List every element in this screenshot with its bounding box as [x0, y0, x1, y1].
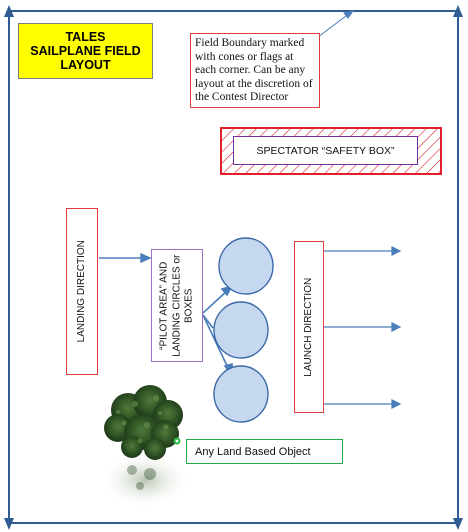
land-object-label: Any Land Based Object: [186, 439, 343, 464]
landing-circle-2: [213, 301, 269, 359]
spectator-safety-box: [220, 127, 442, 175]
corner-flag-top-right: [453, 5, 463, 17]
corner-flag-bottom-left: [4, 518, 14, 530]
title-line-3: LAYOUT: [60, 58, 111, 72]
spectator-safety-label: SPECTATOR “SAFETY BOX”: [233, 136, 418, 165]
pilot-area-line-1: “PILOT AREA” AND: [158, 261, 170, 350]
object-connector-icon: [173, 437, 181, 445]
launch-direction-box: LAUNCH DIRECTION: [294, 241, 324, 413]
landing-circle-1: [218, 237, 274, 295]
corner-flag-top-left: [4, 5, 14, 17]
tree-icon: [103, 385, 187, 506]
landing-direction-label: LANDING DIRECTION: [75, 240, 87, 343]
title-line-1: TALES: [65, 30, 106, 44]
launch-direction-label: LAUNCH DIRECTION: [302, 277, 314, 377]
corner-flag-bottom-right: [453, 518, 463, 530]
field-boundary: [4, 5, 463, 530]
title-box: TALES SAILPLANE FIELD LAYOUT: [18, 23, 153, 79]
pilot-area-box: “PILOT AREA” AND LANDING CIRCLES or BOXE…: [151, 249, 203, 362]
landing-circles: [213, 237, 274, 423]
title-line-2: SAILPLANE FIELD: [30, 44, 141, 58]
pilot-area-line-2: LANDING CIRCLES or: [170, 254, 182, 357]
arrow-landing-to-pilot: [99, 252, 152, 264]
landing-direction-box: LANDING DIRECTION: [66, 208, 98, 375]
pilot-area-label: “PILOT AREA” AND LANDING CIRCLES or BOXE…: [158, 254, 196, 356]
pilot-area-line-3: BOXES: [183, 288, 195, 323]
launch-arrows: [324, 246, 402, 409]
note-pointer: [317, 10, 355, 38]
field-boundary-note: Field Boundary marked with cones or flag…: [190, 33, 320, 108]
landing-circle-3: [213, 365, 269, 423]
